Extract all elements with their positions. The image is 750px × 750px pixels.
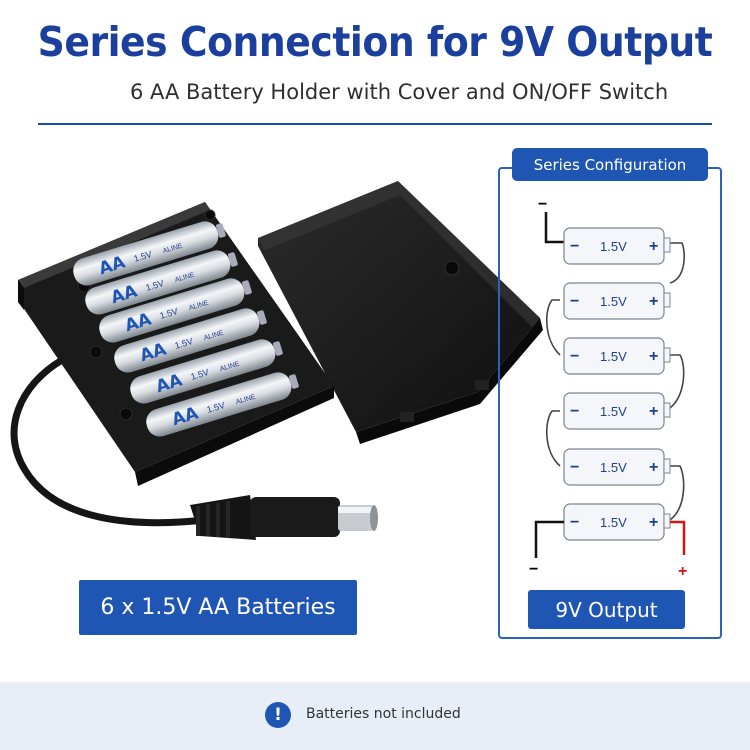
footer-band bbox=[0, 682, 750, 750]
output-voltage-label: 9V Output bbox=[528, 590, 685, 629]
svg-text:1.5V: 1.5V bbox=[600, 404, 627, 419]
series-cell: − 1.5V + bbox=[563, 227, 671, 265]
dc-plug bbox=[190, 495, 378, 540]
series-cell: − 1.5V + bbox=[563, 282, 671, 320]
page-subtitle: 6 AA Battery Holder with Cover and ON/OF… bbox=[130, 80, 669, 104]
positive-terminal: + bbox=[678, 563, 687, 580]
svg-text:1.5V: 1.5V bbox=[600, 349, 627, 364]
svg-text:−: − bbox=[570, 459, 579, 476]
svg-text:+: + bbox=[649, 348, 658, 365]
svg-text:−: − bbox=[570, 348, 579, 365]
top-negative-terminal: − bbox=[538, 196, 547, 213]
series-config-title: Series Configuration bbox=[512, 148, 708, 181]
power-cable bbox=[10, 356, 209, 527]
svg-text:1.5V: 1.5V bbox=[600, 294, 627, 309]
svg-text:−: − bbox=[570, 238, 579, 255]
svg-text:−: − bbox=[570, 403, 579, 420]
cover-latch bbox=[475, 380, 489, 390]
series-wires bbox=[545, 242, 685, 521]
batteries-not-included-notice: Batteries not included bbox=[306, 706, 461, 722]
cover-screw-hole bbox=[444, 260, 460, 276]
svg-text:1.5V: 1.5V bbox=[600, 239, 627, 254]
header-divider bbox=[38, 123, 712, 125]
svg-text:1.5V: 1.5V bbox=[600, 515, 627, 530]
svg-text:+: + bbox=[649, 459, 658, 476]
positive-output-lead bbox=[670, 520, 686, 555]
svg-text:−: − bbox=[570, 293, 579, 310]
negative-output-lead bbox=[534, 520, 564, 558]
battery-stack: AA 1.5V ALINE AA 1.5V ALINE AA 1.5V ALIN… bbox=[73, 221, 299, 437]
series-cell: − 1.5V + bbox=[563, 503, 671, 541]
series-cell: − 1.5V + bbox=[563, 337, 671, 375]
svg-text:+: + bbox=[649, 293, 658, 310]
svg-text:1.5V: 1.5V bbox=[600, 460, 627, 475]
svg-text:−: − bbox=[570, 514, 579, 531]
battery-holder-photo: AA 1.5V ALINE AA 1.5V ALINE AA 1.5V ALIN… bbox=[10, 181, 543, 540]
svg-text:+: + bbox=[649, 403, 658, 420]
battery-count-caption: 6 x 1.5V AA Batteries bbox=[79, 580, 357, 635]
info-icon: ! bbox=[265, 702, 291, 728]
holder-cover bbox=[258, 181, 543, 444]
svg-text:+: + bbox=[649, 514, 658, 531]
series-schematic: − − 1.5V + − 1.5V + − 1.5V + − 1.5V + bbox=[529, 196, 687, 580]
page-title: Series Connection for 9V Output bbox=[37, 18, 713, 66]
bottom-negative-terminal: − bbox=[529, 561, 538, 578]
svg-text:+: + bbox=[649, 238, 658, 255]
series-cell: − 1.5V + bbox=[563, 392, 671, 430]
series-cell: − 1.5V + bbox=[563, 448, 671, 486]
